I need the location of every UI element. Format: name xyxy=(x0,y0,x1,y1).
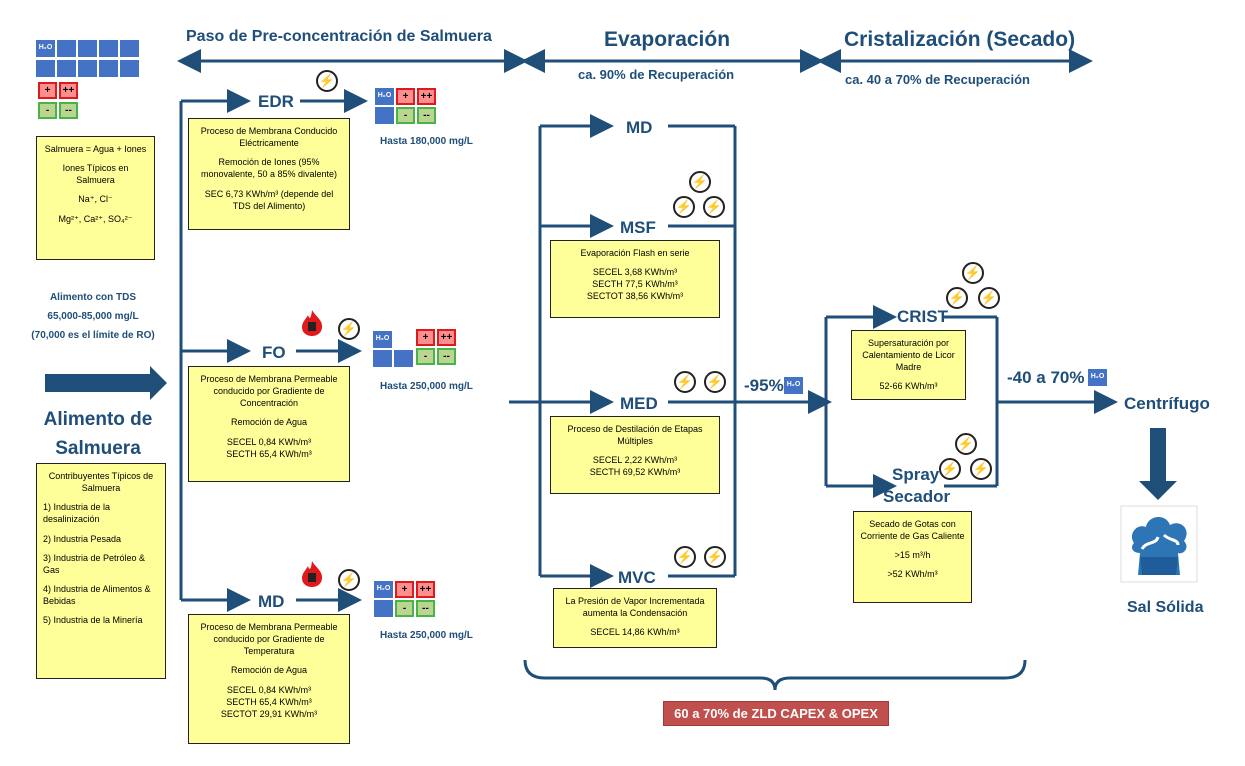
fo-label: FO xyxy=(262,343,286,362)
contributors-box: Contribuyentes Típicos de Salmuera 1) In… xyxy=(36,463,166,679)
fo-box: Proceso de Membrana Permeable conducido … xyxy=(188,366,350,482)
electricity-icon: ⚡ xyxy=(704,546,726,568)
electricity-icon: ⚡ xyxy=(689,171,711,193)
electricity-icon: ⚡ xyxy=(970,458,992,480)
electricity-icon: ⚡ xyxy=(338,318,360,340)
header-crystallization: Cristalización (Secado) xyxy=(844,28,1076,51)
feed-tds-note: Alimento con TDS 65,000-85,000 mg/L (70,… xyxy=(31,292,155,341)
mvc-label: MVC xyxy=(618,568,656,587)
electricity-icon: ⚡ xyxy=(946,287,968,309)
electricity-icon: ⚡ xyxy=(704,371,726,393)
spray-dryer-label: Secador xyxy=(883,487,951,506)
solid-salt-label: Sal Sólida xyxy=(1127,599,1204,616)
heat-flame-icon xyxy=(302,310,323,336)
spray-box: Secado de Gotas con Corriente de Gas Cal… xyxy=(853,511,972,603)
feed-title: Alimento de Salmuera xyxy=(43,409,153,459)
header-crystallization-sub: ca. 40 a 70% de Recuperación xyxy=(845,72,1030,87)
h2o-square: H₂O xyxy=(1088,369,1107,386)
edr-label: EDR xyxy=(258,92,294,111)
electricity-icon: ⚡ xyxy=(674,546,696,568)
electricity-icon: ⚡ xyxy=(673,196,695,218)
electricity-icon: ⚡ xyxy=(316,70,338,92)
centrifuge-label: Centrífugo xyxy=(1124,394,1210,413)
med-label: MED xyxy=(620,394,658,413)
edr-box: Proceso de Membrana Conducido Eléctricam… xyxy=(188,118,350,230)
zld-cost-banner: 60 a 70% de ZLD CAPEX & OPEX xyxy=(663,701,889,726)
md-pre-label: MD xyxy=(258,592,285,611)
fo-concentration: Hasta 250,000 mg/L xyxy=(380,381,473,392)
crist-label: CRIST xyxy=(897,307,948,326)
electricity-icon: ⚡ xyxy=(338,569,360,591)
h2o-square: H₂O xyxy=(36,40,55,57)
msf-box: Evaporación Flash en serie SECEL 3,68 KW… xyxy=(550,240,720,318)
spray-label: Spray xyxy=(892,465,940,484)
heat-flame-icon xyxy=(302,561,323,587)
electricity-icon: ⚡ xyxy=(962,262,984,284)
h2o-square: H₂O xyxy=(784,377,803,394)
header-preconcentration: Paso de Pre-concentración de Salmuera xyxy=(186,28,492,45)
header-evaporation-sub: ca. 90% de Recuperación xyxy=(578,67,735,82)
md-pre-box: Proceso de Membrana Permeable conducido … xyxy=(188,614,350,744)
solid-salt-icon xyxy=(1120,505,1198,583)
electricity-icon: ⚡ xyxy=(978,287,1000,309)
msf-label: MSF xyxy=(620,218,656,237)
electricity-icon: ⚡ xyxy=(674,371,696,393)
header-evaporation: Evaporación xyxy=(604,28,731,51)
crist-output-label: -40 a 70% xyxy=(1007,368,1085,387)
brine-composition-box: Salmuera = Agua + Iones Iones Típicos en… xyxy=(36,136,155,260)
med-box: Proceso de Destilación de Etapas Múltipl… xyxy=(550,416,720,494)
electricity-icon: ⚡ xyxy=(703,196,725,218)
md-pre-concentration: Hasta 250,000 mg/L xyxy=(380,630,473,641)
mvc-box: La Presión de Vapor Incrementada aumenta… xyxy=(553,588,717,648)
edr-concentration: Hasta 180,000 mg/L xyxy=(380,136,473,147)
evap-output-label: -95% xyxy=(744,376,784,395)
md-evap-label: MD xyxy=(626,118,653,137)
crist-box: Supersaturación por Calentamiento de Lic… xyxy=(851,330,966,400)
electricity-icon: ⚡ xyxy=(955,433,977,455)
electricity-icon: ⚡ xyxy=(939,458,961,480)
